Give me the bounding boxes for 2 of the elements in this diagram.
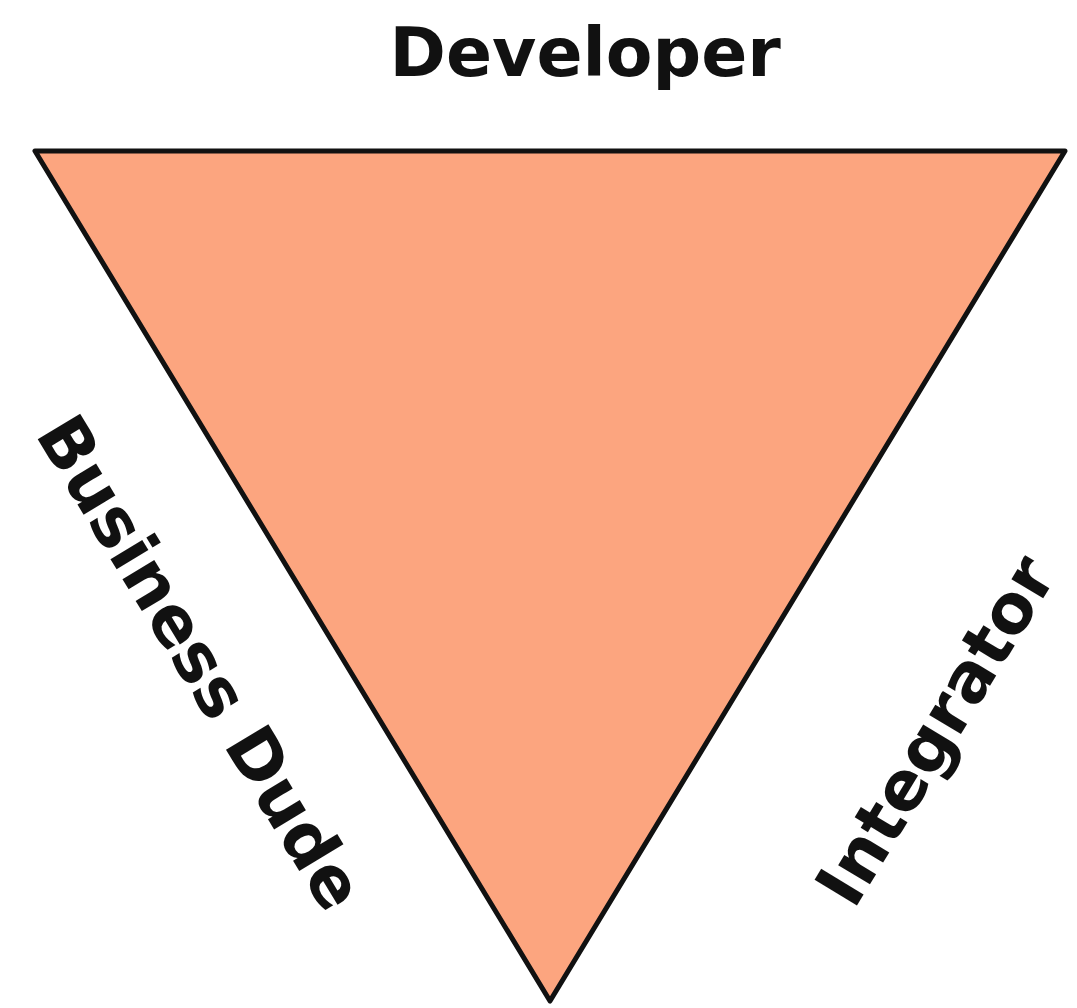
role-label: Developer [389,12,781,92]
triangle-shape [32,148,1068,1004]
